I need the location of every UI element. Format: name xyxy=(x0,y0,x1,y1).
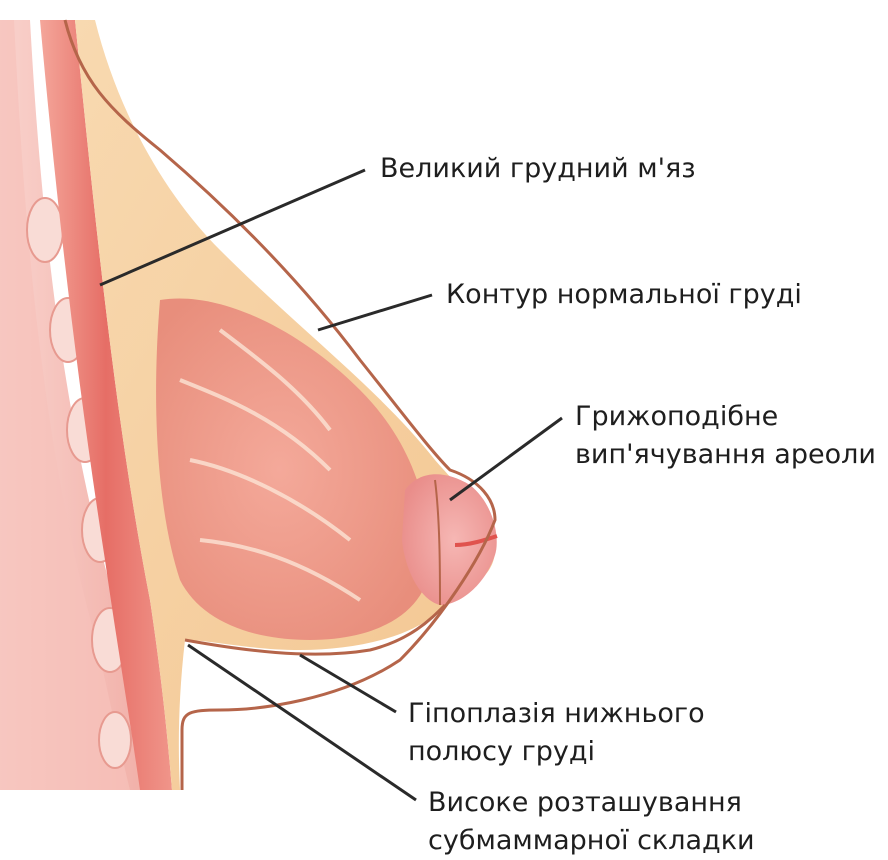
label-lower-pole-hypoplasia: Гіпоплазія нижнього полюсу груді xyxy=(408,695,705,771)
label-hypoplasia-line2: полюсу груді xyxy=(408,733,705,771)
label-pectoral-line1: Великий грудний м'яз xyxy=(380,150,696,188)
label-fold-line1: Високе розташування xyxy=(428,784,755,822)
label-areola-line2: вип'ячування ареоли xyxy=(575,436,876,474)
label-areola-line1: Грижоподібне xyxy=(575,398,876,436)
leader-contour xyxy=(318,295,432,330)
label-high-inframammary-fold: Високе розташування субмаммарної складки xyxy=(428,784,755,860)
label-hypoplasia-line1: Гіпоплазія нижнього xyxy=(408,695,705,733)
label-contour-line1: Контур нормальної груді xyxy=(446,276,802,314)
leader-fold xyxy=(188,645,416,800)
label-areola-herniation: Грижоподібне вип'ячування ареоли xyxy=(575,398,876,474)
gland-tissue xyxy=(156,298,430,640)
label-fold-line2: субмаммарної складки xyxy=(428,822,755,860)
leader-hypoplasia xyxy=(300,655,396,712)
label-pectoral-muscle: Великий грудний м'яз xyxy=(380,150,696,188)
leader-areola xyxy=(450,418,562,500)
label-normal-contour: Контур нормальної груді xyxy=(446,276,802,314)
